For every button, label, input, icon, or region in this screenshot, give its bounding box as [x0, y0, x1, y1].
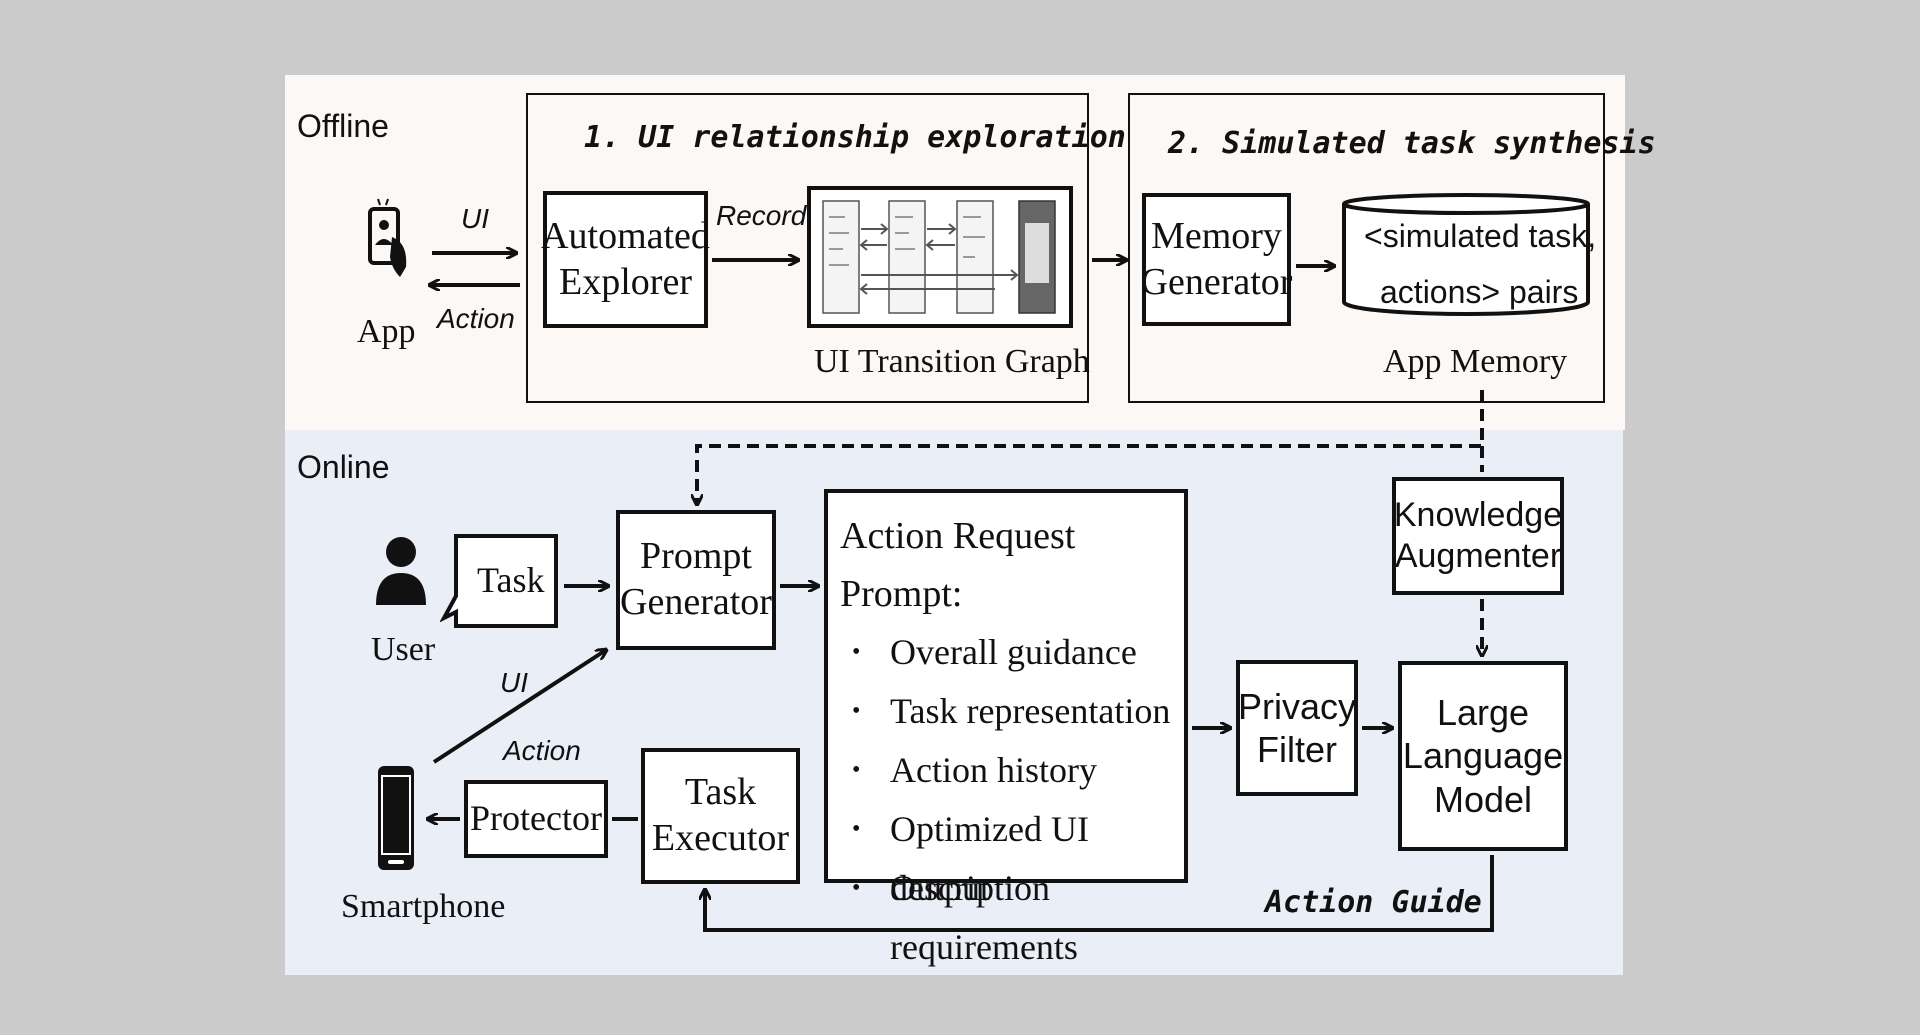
knowledge-augmenter-text: Knowledge Augmenter: [1393, 496, 1563, 575]
memory-generator-box: Memory Generator: [1140, 193, 1293, 326]
prompt-generator-text: Prompt Generator: [620, 535, 772, 623]
llm-text: Large Language Model: [1402, 692, 1564, 820]
prompt-item: Overall guidance: [852, 623, 1184, 682]
task-bubble: [440, 534, 558, 628]
task-label: Task: [477, 560, 545, 600]
record-label: Record: [716, 200, 807, 231]
app-memory-label: App Memory: [1383, 343, 1568, 380]
user-icon: [376, 537, 426, 605]
prompt-item: Output requirements: [852, 859, 1184, 967]
prompt-item: Task representation: [852, 682, 1184, 741]
online-action-label: Action: [503, 735, 581, 766]
privacy-filter-text: Privacy Filter: [1237, 685, 1357, 770]
pairs-line2: actions> pairs: [1380, 274, 1579, 310]
screenshot-thumbnail-icon: [822, 200, 1056, 314]
ui-transition-graph-label: UI Transition Graph: [814, 343, 1090, 380]
memory-dashed-arrow: [697, 390, 1484, 504]
action-arrow-label: Action: [437, 303, 515, 334]
online-ui-label: UI: [500, 667, 528, 698]
automated-explorer-box: Automated Explorer: [541, 191, 710, 328]
task-executor-text: Task Executor: [651, 771, 790, 859]
memory-generator-text: Memory Generator: [1140, 214, 1293, 303]
protector-box: Protector: [464, 780, 608, 858]
knowledge-augmenter-box: Knowledge Augmenter: [1392, 477, 1564, 595]
stage2-frame: [1128, 93, 1605, 403]
phone-ui-arrow: [432, 650, 606, 764]
stage1-title: 1. UI relationship exploration: [584, 120, 1126, 155]
app-label: App: [357, 313, 416, 350]
protector-text: Protector: [470, 798, 602, 839]
task-executor-box: Task Executor: [641, 748, 800, 884]
online-label: Online: [297, 449, 390, 485]
app-memory-cylinder: [1342, 193, 1590, 316]
prompt-items: Overall guidance Task representation Act…: [840, 623, 1184, 967]
action-guide-arrow: [705, 855, 1494, 932]
stage1-frame: [526, 93, 1089, 403]
user-label: User: [371, 631, 436, 668]
prompt-generator-box: Prompt Generator: [616, 510, 776, 650]
action-request-prompt-box: Action Request Prompt: Overall guidance …: [824, 489, 1188, 967]
privacy-filter-box: Privacy Filter: [1236, 660, 1358, 796]
smartphone-icon: [378, 766, 414, 870]
pairs-line1: <simulated task,: [1364, 218, 1597, 254]
phone-hand-icon: [368, 198, 407, 277]
automated-explorer-text: Automated Explorer: [541, 214, 710, 303]
offline-label: Offline: [297, 108, 389, 144]
llm-box: Large Language Model: [1398, 661, 1568, 851]
action-guide-label: Action Guide: [1265, 885, 1482, 920]
prompt-item: Action history: [852, 741, 1184, 800]
ui-arrow-label: UI: [461, 203, 489, 234]
prompt-title: Action Request Prompt:: [840, 515, 1076, 615]
smartphone-label: Smartphone: [341, 888, 506, 925]
stage2-title: 2. Simulated task synthesis: [1168, 126, 1656, 161]
